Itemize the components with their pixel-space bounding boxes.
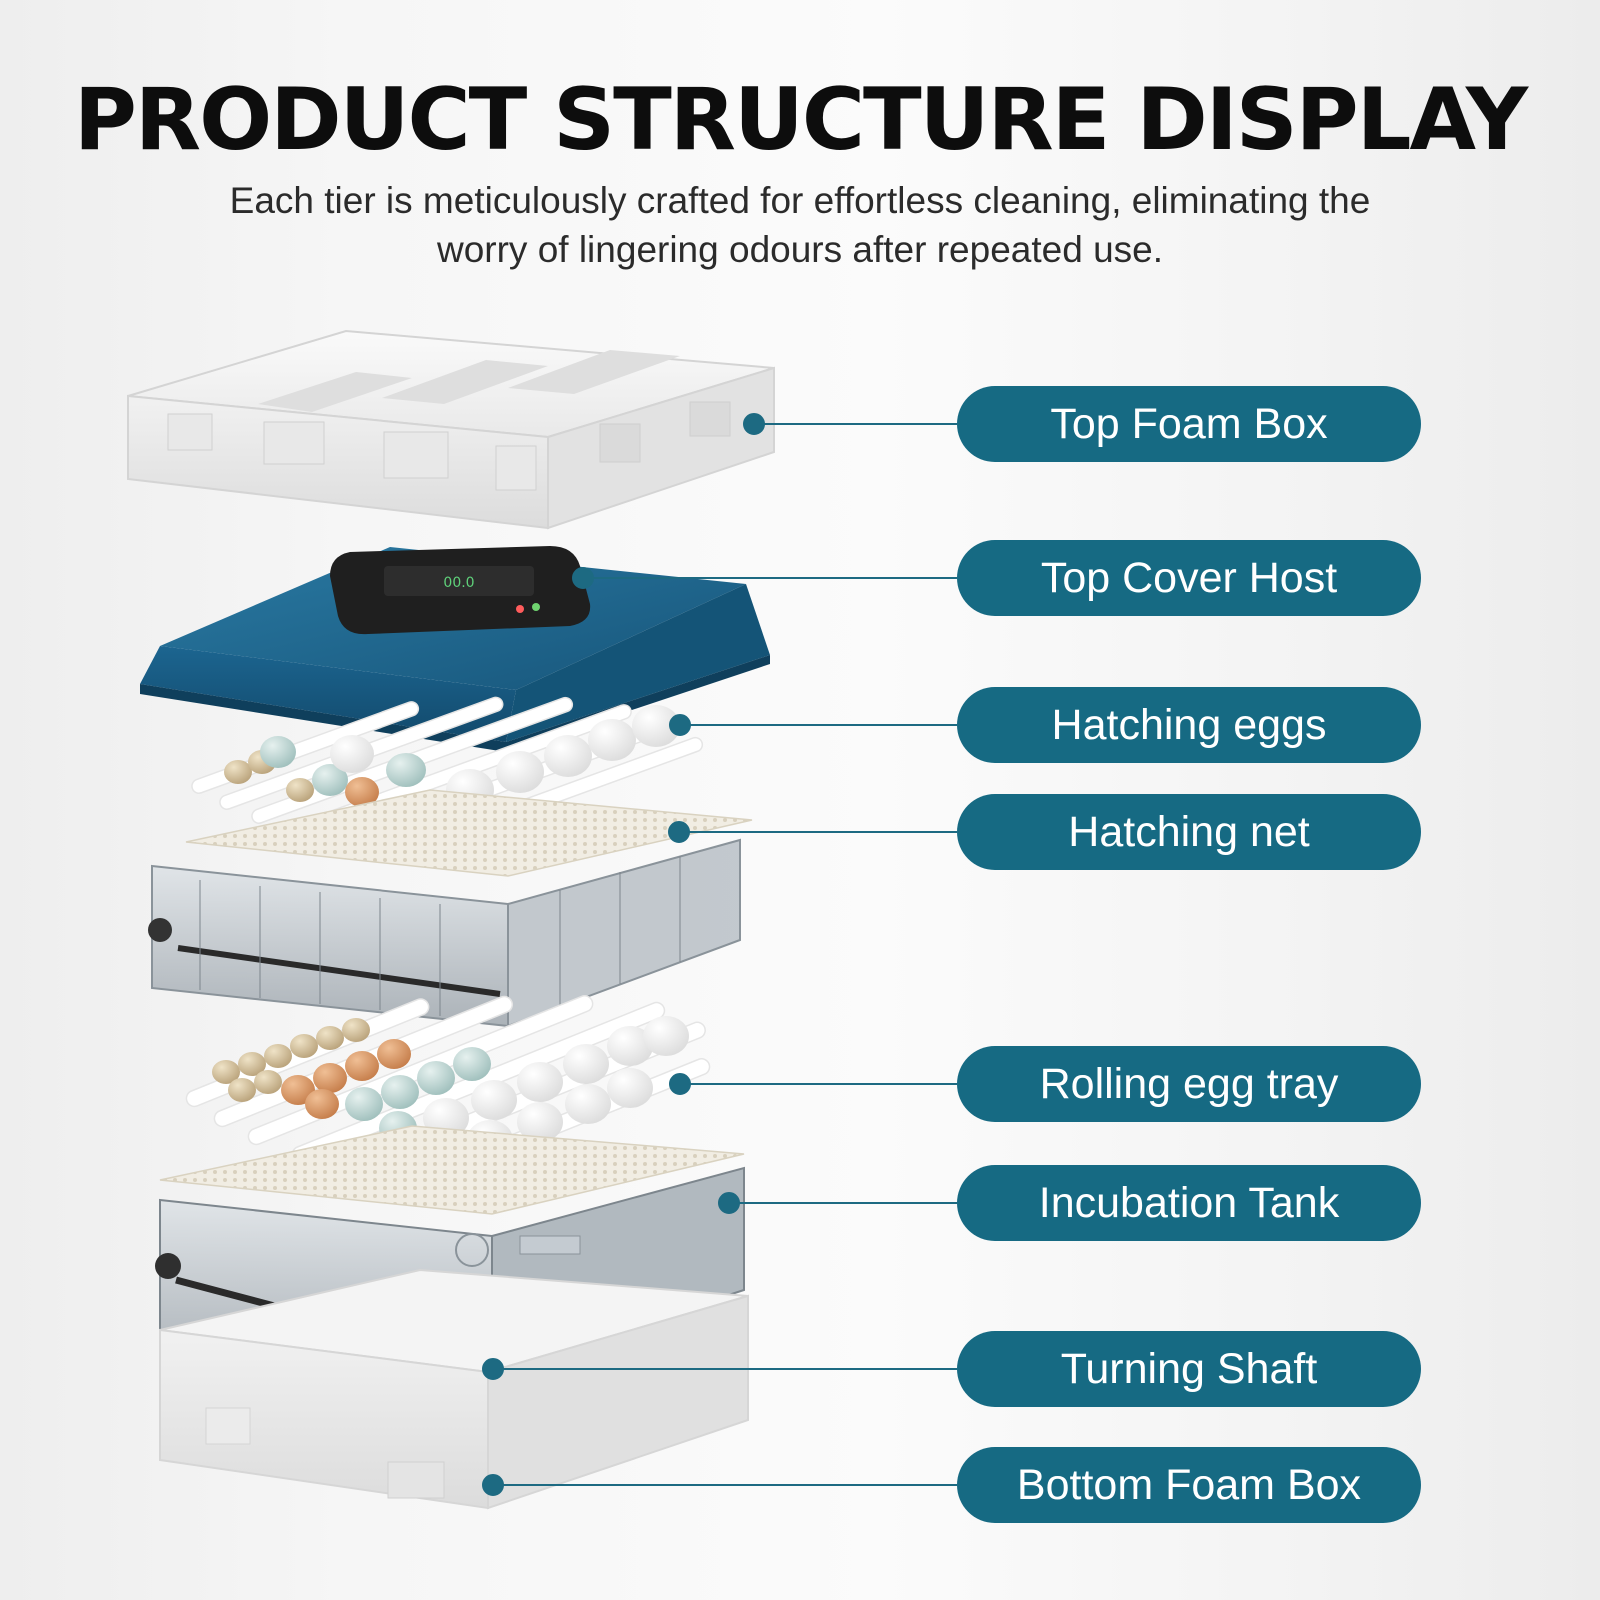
leader-dot-bottom-foam-box [482,1474,504,1496]
leader-dot-turning-shaft [482,1358,504,1380]
label-turning-shaft: Turning Shaft [957,1331,1421,1407]
subtitle-line-1: Each tier is meticulously crafted for ef… [229,180,1371,221]
svg-text:00.0: 00.0 [443,575,474,591]
hatching-net-illustration [148,789,753,1028]
label-hatching-net: Hatching net [957,794,1421,870]
label-top-foam-box: Top Foam Box [957,386,1421,462]
leader-dot-top-cover-host [572,567,594,589]
label-rolling-egg-tray: Rolling egg tray [957,1046,1421,1122]
hatching-eggs-illustration [191,696,704,864]
top-foam-box-illustration [127,329,775,530]
bottom-foam-box-illustration [159,1268,749,1510]
label-hatching-eggs: Hatching eggs [957,687,1421,763]
label-top-cover-host: Top Cover Host [957,540,1421,616]
leader-lines [482,413,957,1496]
leader-dot-rolling-egg-tray [669,1073,691,1095]
leader-dot-hatching-net [668,821,690,843]
label-bottom-foam-box: Bottom Foam Box [957,1447,1421,1523]
page-subtitle: Each tier is meticulously crafted for ef… [160,176,1440,274]
leader-dot-top-foam-box [743,413,765,435]
leader-dot-hatching-eggs [669,714,691,736]
leader-dot-incubation-tank [718,1192,740,1214]
page-title: PRODUCT STRUCTURE DISPLAY [73,70,1528,170]
label-incubation-tank: Incubation Tank [957,1165,1421,1241]
subtitle-line-2: worry of lingering odours after repeated… [436,229,1164,270]
